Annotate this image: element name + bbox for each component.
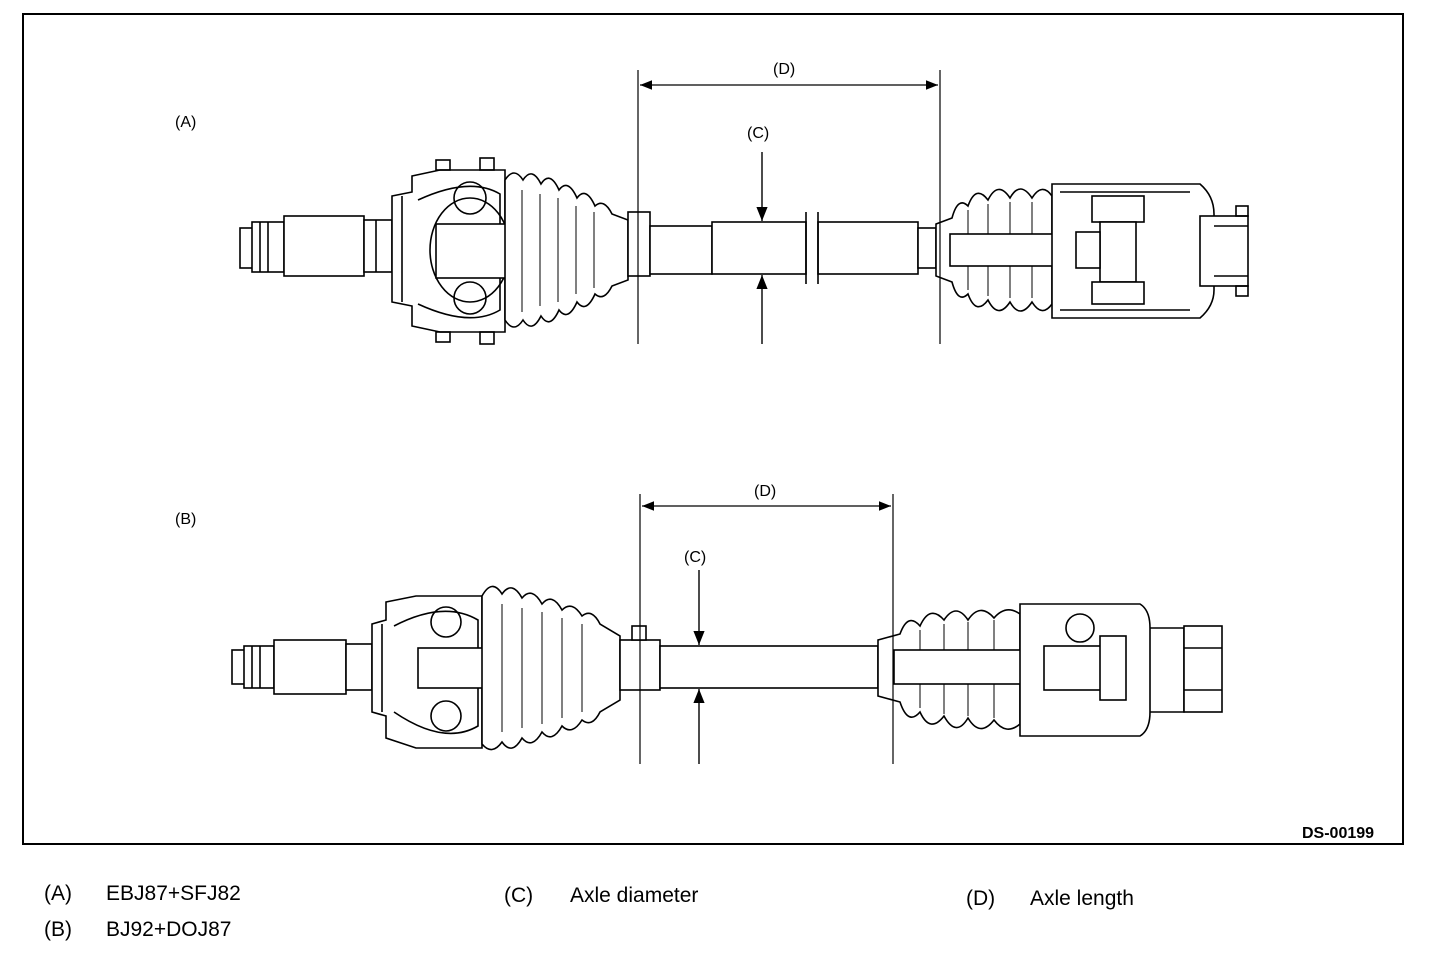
diagram-b-outboard-boot xyxy=(481,585,621,751)
legend-key: (C) xyxy=(504,884,534,907)
diagram-a-outboard-boot xyxy=(504,172,629,328)
diagram-b-clamp-tab xyxy=(631,625,647,641)
diagram-a-label: (A) xyxy=(175,114,196,131)
diagram-a-length-dimension xyxy=(637,70,941,344)
diagram-a-main-shaft xyxy=(649,212,937,284)
diagram-b-diameter-label: (C) xyxy=(684,549,706,566)
diagram-a-outboard-joint xyxy=(391,157,511,345)
diagram-b-inboard-shaft xyxy=(893,649,1045,685)
diagram-b-length-dimension xyxy=(639,494,894,764)
legend-key: (B) xyxy=(44,918,72,941)
figure-code: DS-00199 xyxy=(1302,825,1374,842)
diagram-a-diameter-label: (C) xyxy=(747,125,769,142)
diagram-a-inboard-joint xyxy=(1051,183,1249,319)
figure-frame xyxy=(22,13,1404,845)
diagram-b-outboard-boot-ribs xyxy=(501,604,583,732)
legend-text: EBJ87+SFJ82 xyxy=(106,882,241,905)
legend-text: Axle length xyxy=(1030,887,1134,910)
diagram-a-length-label: (D) xyxy=(773,61,795,78)
diagram-b-label: (B) xyxy=(175,511,196,528)
legend-text: BJ92+DOJ87 xyxy=(106,918,232,941)
legend-key: (D) xyxy=(966,887,996,910)
diagram-b-main-shaft xyxy=(659,645,879,689)
diagram-b-outboard-joint xyxy=(371,595,485,749)
diagram-b-length-label: (D) xyxy=(754,483,776,500)
diagram-a-left-stub-shaft xyxy=(239,215,393,277)
diagram-a-boot-clamp xyxy=(627,211,651,277)
legend-text: Axle diameter xyxy=(570,884,699,907)
diagram-b-inboard-joint xyxy=(1019,603,1223,737)
legend-key: (A) xyxy=(44,882,72,905)
diagram-b-left-stub-shaft xyxy=(231,639,373,695)
diagram-a: (A) xyxy=(175,61,1249,345)
diagram-a-outboard-boot-ribs xyxy=(521,190,595,312)
diagram-b: (B) xyxy=(175,483,1223,764)
